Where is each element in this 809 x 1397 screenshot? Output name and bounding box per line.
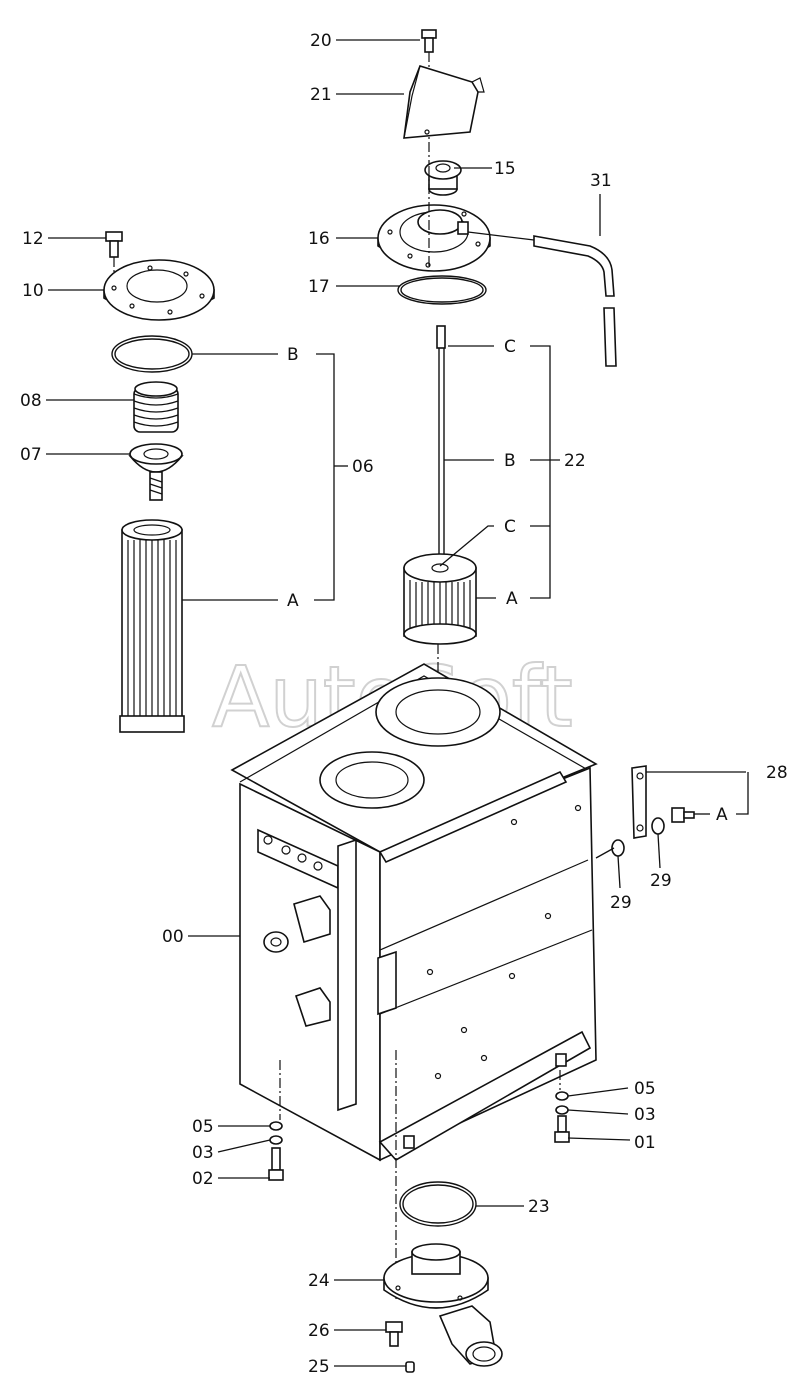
- bolt-26: [385, 1321, 403, 1347]
- o-ring-23: [399, 1181, 477, 1227]
- clamp-21: [403, 65, 485, 139]
- bolt-a-28: [671, 807, 695, 823]
- label-05-left: 05: [192, 1117, 214, 1137]
- bolt-20: [421, 29, 437, 53]
- label-05-right: 05: [634, 1079, 656, 1099]
- label-25: 25: [308, 1357, 330, 1377]
- label-12: 12: [22, 229, 44, 249]
- cap-15: [424, 160, 462, 196]
- leader-lines: [46, 39, 749, 1367]
- label-26: 26: [308, 1321, 330, 1341]
- label-29-left: 29: [610, 893, 632, 913]
- label-17: 17: [308, 277, 330, 297]
- washer-05-left: [269, 1121, 283, 1131]
- washer-03-right: [555, 1105, 569, 1115]
- tank-body-00: [230, 663, 598, 1162]
- cover-plate-10: [103, 259, 215, 321]
- callout-labels: 20 21 15 16 17 31 12 10 B 08 07 06 A C B…: [20, 31, 788, 1377]
- label-b-right: B: [504, 451, 516, 471]
- label-b-left: B: [287, 345, 299, 365]
- suction-pipe-24: [383, 1243, 503, 1367]
- washer-29-right: [651, 817, 665, 835]
- label-28: 28: [766, 763, 788, 783]
- label-07: 07: [20, 445, 42, 465]
- label-a-28: A: [716, 805, 728, 825]
- label-03-left: 03: [192, 1143, 214, 1163]
- valve-07: [128, 443, 184, 501]
- label-31: 31: [590, 171, 612, 191]
- label-01: 01: [634, 1133, 656, 1153]
- strainer-a-right: [403, 553, 477, 645]
- label-c-top: C: [504, 337, 516, 357]
- label-00: 00: [162, 927, 184, 947]
- label-03-right: 03: [634, 1105, 656, 1125]
- spring-08: [133, 381, 179, 433]
- label-24: 24: [308, 1271, 330, 1291]
- label-c-mid: C: [504, 517, 516, 537]
- filter-element-a-left: [119, 519, 185, 733]
- label-a-right: A: [506, 589, 518, 609]
- label-08: 08: [20, 391, 42, 411]
- label-29-right: 29: [650, 871, 672, 891]
- rod-22: [436, 325, 446, 570]
- label-15: 15: [494, 159, 516, 179]
- label-23: 23: [528, 1197, 550, 1217]
- label-06: 06: [352, 457, 374, 477]
- label-21: 21: [310, 85, 332, 105]
- washer-03-left: [269, 1135, 283, 1145]
- label-22: 22: [564, 451, 586, 471]
- label-a-left: A: [287, 591, 299, 611]
- flange-cover-16: [377, 204, 491, 272]
- label-10: 10: [22, 281, 44, 301]
- label-02: 02: [192, 1169, 214, 1189]
- o-ring-17: [397, 275, 487, 305]
- washer-05-right: [555, 1091, 569, 1101]
- plug-25: [405, 1361, 415, 1373]
- label-20: 20: [310, 31, 332, 51]
- bracket-28: [631, 765, 647, 839]
- label-16: 16: [308, 229, 330, 249]
- bolt-02: [268, 1147, 284, 1181]
- hose-31: [467, 231, 617, 367]
- o-ring-b-left: [111, 335, 193, 373]
- bolt-01: [554, 1115, 570, 1143]
- bolt-12: [105, 231, 123, 258]
